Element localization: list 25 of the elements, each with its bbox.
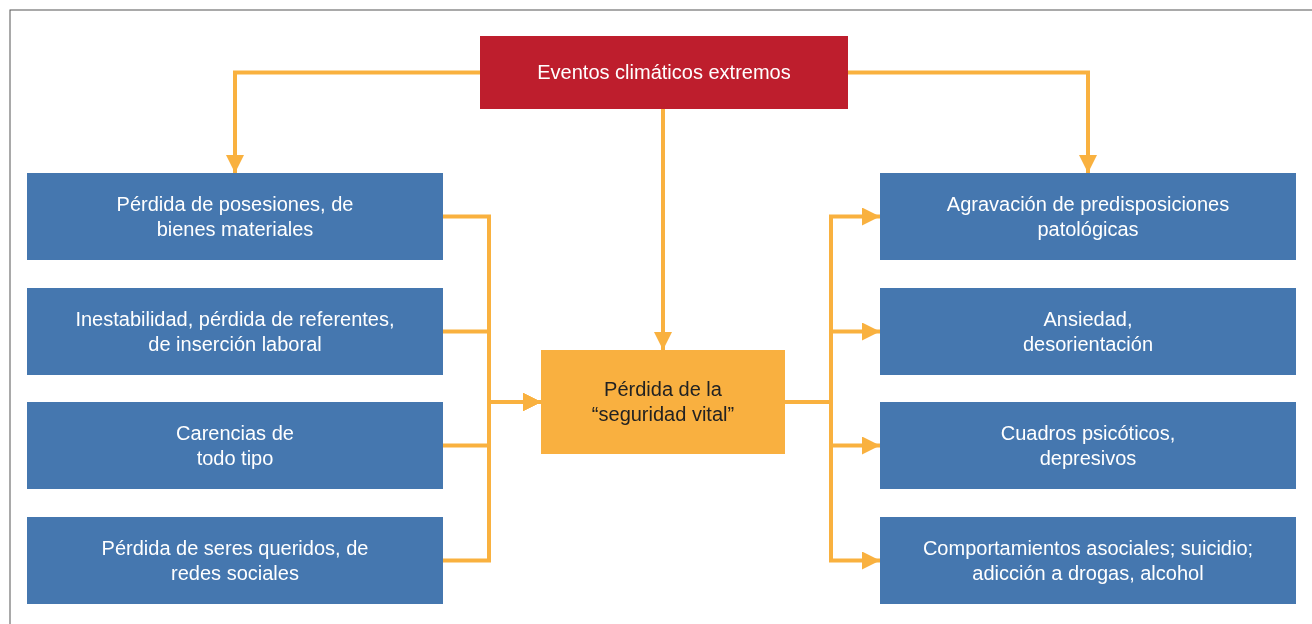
arrow [226, 70, 480, 173]
box-label: Pérdida de posesiones, de bienes materiales [115, 191, 355, 242]
arrow [848, 70, 1097, 173]
process-box [27, 173, 443, 260]
box-label: Comportamientos asociales; suicidio; adicción a drogas, alcohol [921, 535, 1255, 586]
event-box [480, 36, 848, 109]
box-label: Inestabilidad, pérdida de referentes, de inserción laboral [74, 306, 396, 357]
process-box [27, 402, 443, 489]
process-box [880, 288, 1296, 375]
process-box [880, 402, 1296, 489]
box-label: Carencias de todo tipo [175, 420, 295, 471]
process-box [27, 288, 443, 375]
box-label: Pérdida de la “seguridad vital” [590, 377, 736, 427]
arrow [785, 400, 880, 570]
arrow [443, 393, 541, 563]
box-label: Pérdida de seres queridos, de redes sociales [100, 535, 370, 586]
process-box [27, 517, 443, 604]
central-box [541, 350, 785, 454]
arrow [654, 109, 672, 350]
process-box [880, 517, 1296, 604]
box-label: Ansiedad, desorientación [1021, 306, 1155, 357]
process-box [880, 173, 1296, 260]
box-label: Eventos climáticos extremos [537, 60, 791, 85]
box-label: Cuadros psicóticos, depresivos [999, 420, 1177, 471]
box-label: Agravación de predisposiciones patológicas [945, 191, 1231, 242]
